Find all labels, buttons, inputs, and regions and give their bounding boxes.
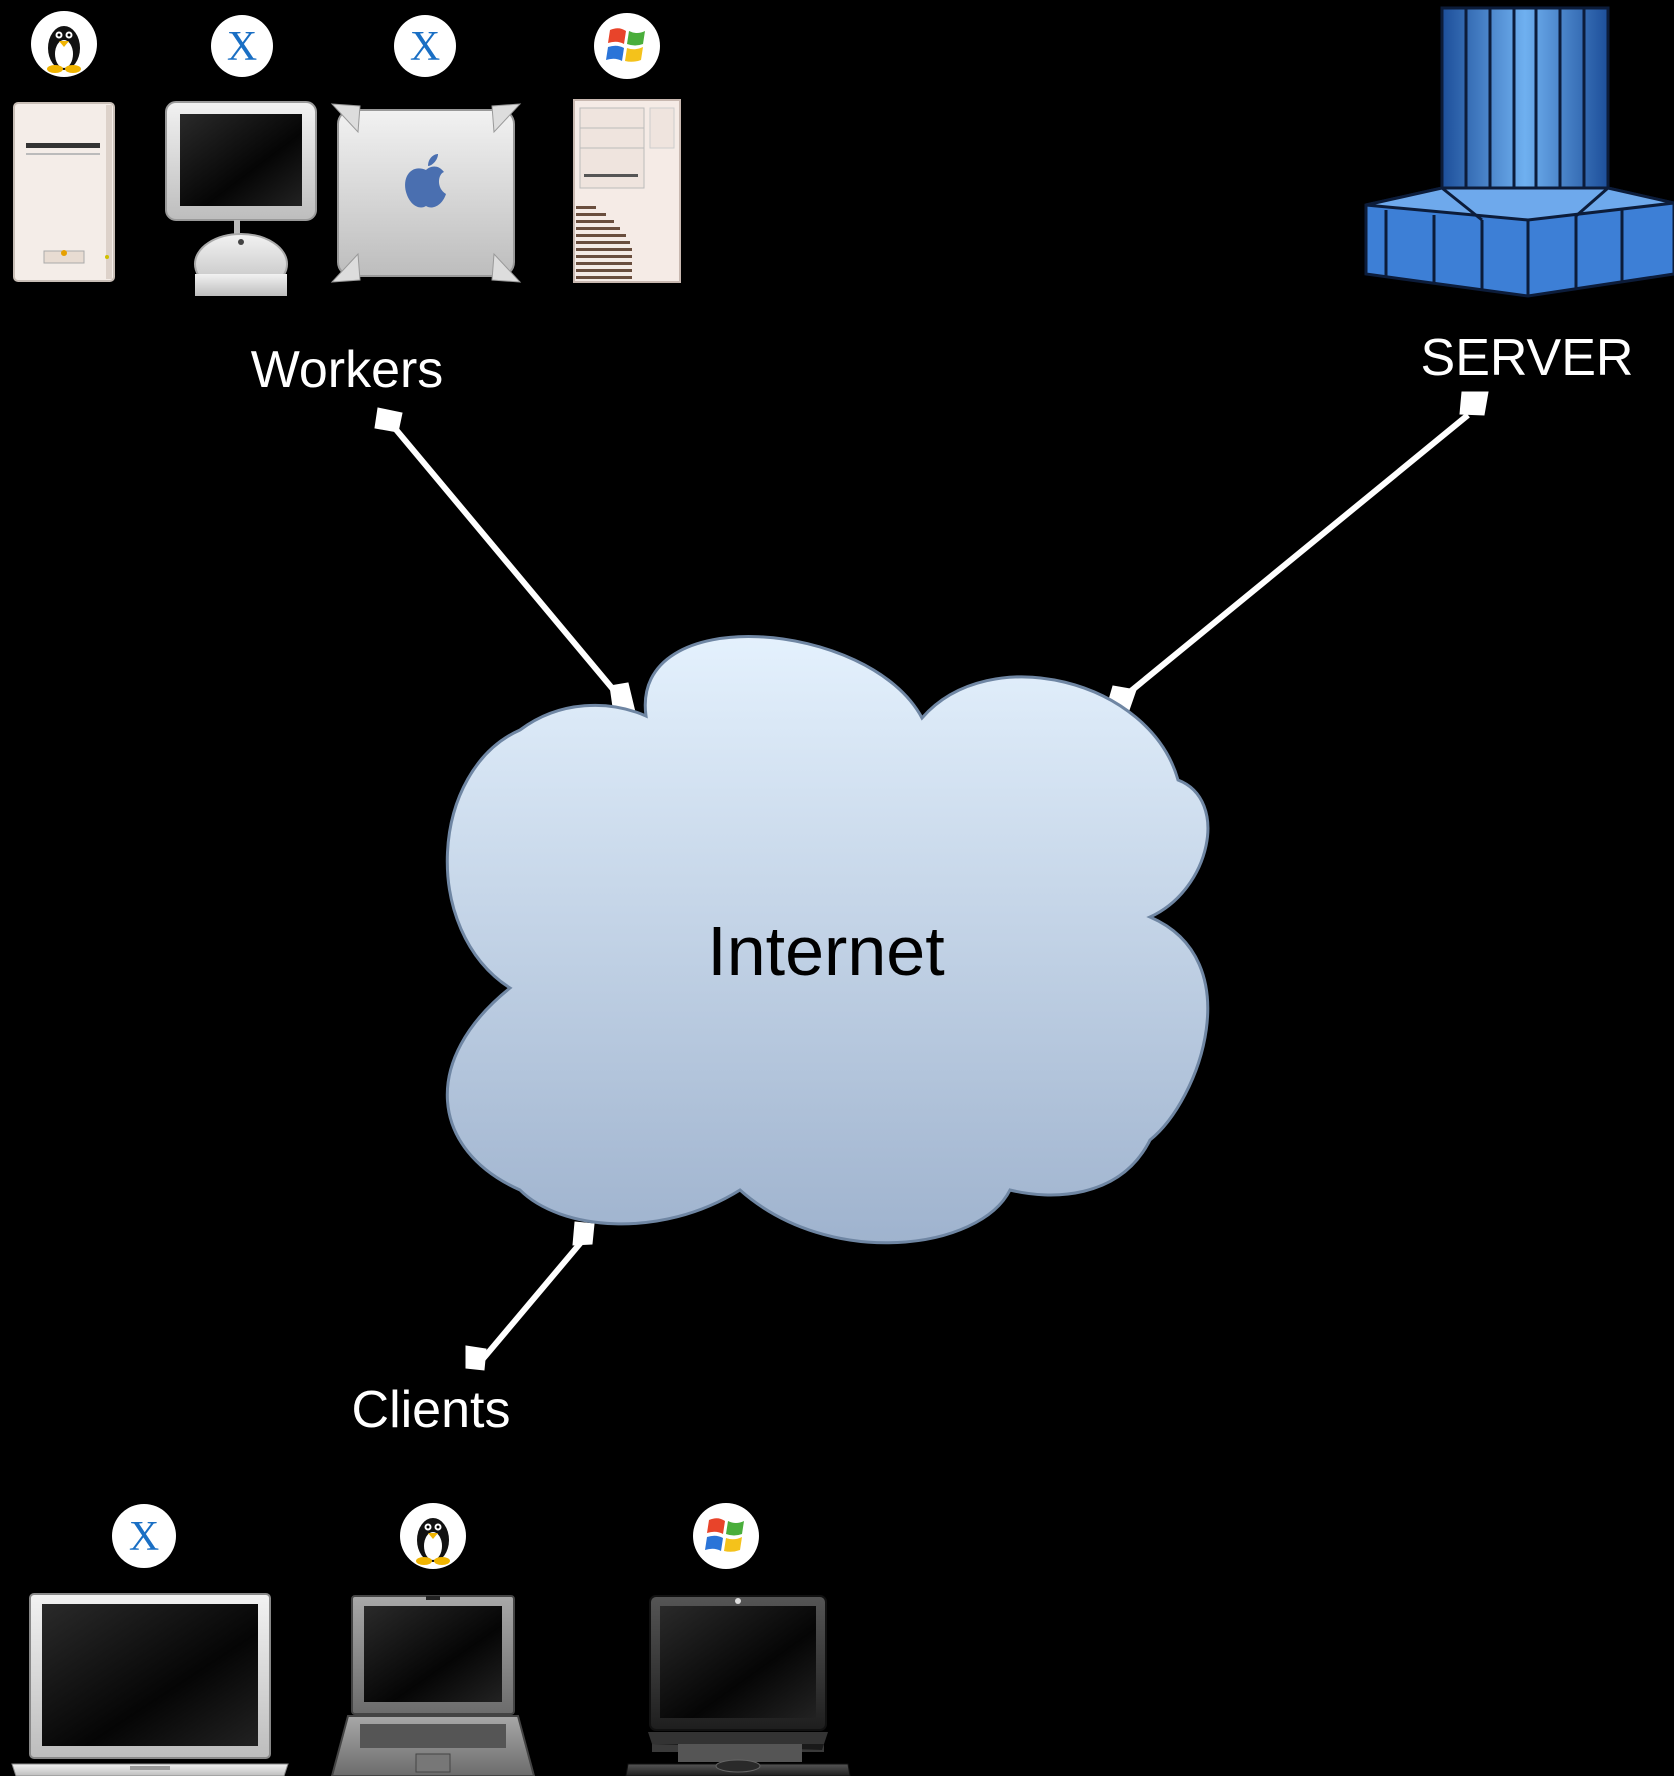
linux-penguin-icon	[400, 1503, 466, 1569]
connector-clients	[465, 1221, 595, 1371]
workers-label: Workers	[251, 341, 444, 399]
mac-os-x-icon: X	[394, 15, 456, 77]
svg-text:X: X	[410, 24, 440, 70]
internet-cloud: Internet	[445, 635, 1210, 1245]
server-label: SERVER	[1421, 329, 1634, 387]
svg-text:X: X	[227, 24, 257, 70]
power-mac-g4-icon	[330, 103, 522, 283]
imac-g4-icon	[165, 101, 317, 296]
internet-label: Internet	[707, 912, 944, 990]
connector-workers	[374, 407, 636, 715]
black-laptop-icon	[625, 1595, 851, 1776]
linux-penguin-icon	[31, 11, 97, 77]
clients-label: Clients	[352, 1381, 511, 1439]
connector-server	[1105, 391, 1489, 714]
beige-tower-icon	[13, 102, 115, 282]
windows-flag-icon	[693, 1503, 759, 1569]
cray-supercomputer-icon	[1364, 6, 1674, 298]
mac-os-x-icon: X	[211, 15, 273, 77]
pc-tower-icon	[573, 99, 681, 283]
windows-flag-icon	[594, 13, 660, 79]
mac-os-x-icon: X	[112, 1504, 176, 1568]
powerbook-laptop-icon	[11, 1593, 289, 1776]
svg-text:X: X	[129, 1514, 159, 1560]
gray-laptop-icon	[330, 1595, 536, 1776]
